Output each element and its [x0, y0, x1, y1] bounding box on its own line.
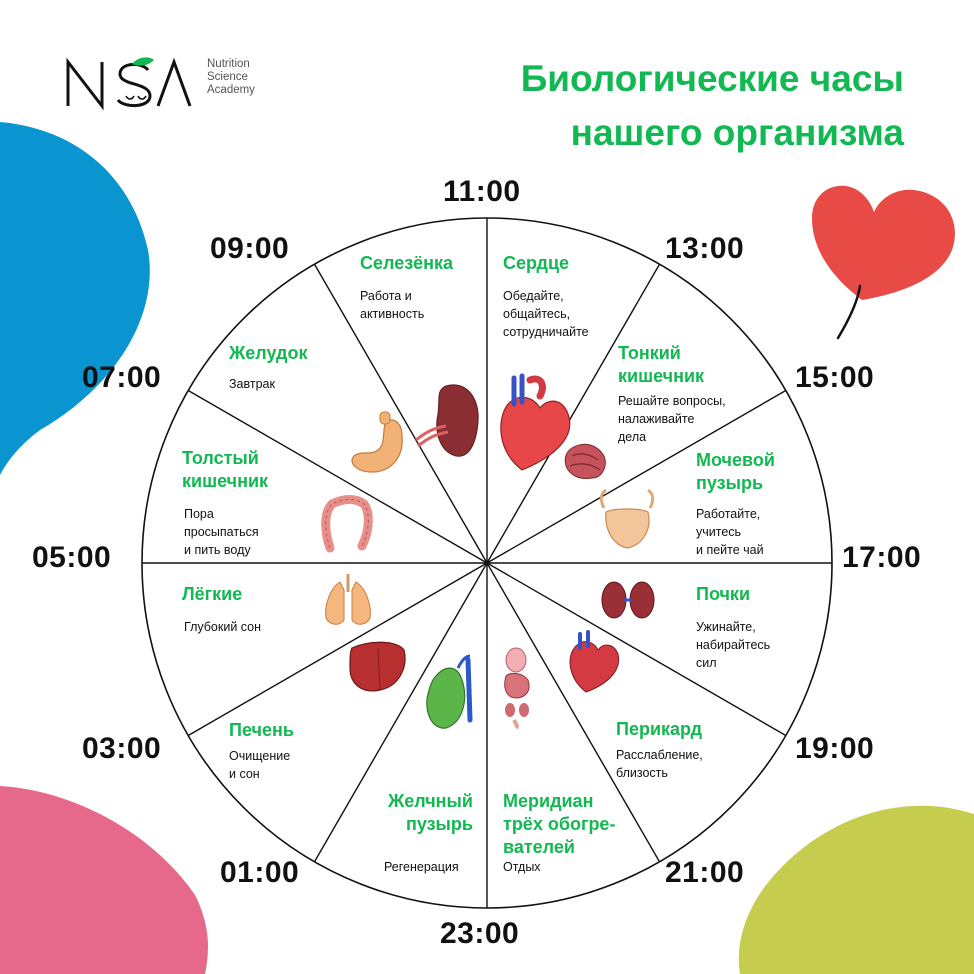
- time-label: 15:00: [795, 361, 875, 394]
- clock-spoke: [313, 562, 488, 863]
- time-label: 21:00: [665, 856, 745, 889]
- pericardium-icon: [569, 630, 620, 693]
- nsa-logo-icon: [66, 57, 192, 111]
- liver-icon: [349, 641, 406, 692]
- heart-string: [836, 284, 862, 340]
- time-label: 03:00: [82, 732, 162, 765]
- organ-tip: Регенерация: [384, 860, 459, 874]
- blue-blob: [0, 122, 150, 475]
- gallbladder-icon: [426, 654, 473, 729]
- organ-name: Желчный пузырь: [387, 791, 473, 834]
- clock-spoke: [486, 562, 787, 737]
- clock-spokes: [142, 218, 832, 908]
- logo-wordmark: Nutrition Science Academy: [207, 58, 255, 97]
- organ-tip: Решайте вопросы, налаживайте дела: [618, 394, 726, 444]
- heart-shape-icon: [812, 185, 955, 300]
- organ-tip: Расслабление, близость: [616, 748, 703, 780]
- organ-name: Толстый кишечник: [182, 448, 269, 491]
- organ-tip: Работа и активность: [360, 289, 425, 321]
- organ-icons: [321, 373, 655, 730]
- heart-icon: [500, 373, 571, 471]
- clock-spoke: [486, 263, 661, 564]
- time-label: 11:00: [443, 175, 521, 208]
- large-intestine-icon: [321, 495, 373, 553]
- organ-tip: Глубокий сон: [184, 620, 262, 634]
- kidneys-icon: [601, 581, 655, 619]
- time-label: 01:00: [220, 856, 300, 889]
- pink-blob: [0, 786, 208, 974]
- organ-name: Тонкий кишечник: [618, 343, 705, 386]
- organ-name: Мочевой пузырь: [696, 450, 775, 493]
- organ-name: Перикард: [616, 719, 703, 739]
- time-label: 13:00: [665, 232, 745, 265]
- logo-line-2: Science: [207, 71, 248, 83]
- organ-tip: Очищение и сон: [229, 749, 291, 781]
- organ-tip: Отдых: [503, 860, 541, 874]
- time-label: 19:00: [795, 732, 875, 765]
- time-label: 05:00: [32, 541, 112, 574]
- time-label: 07:00: [82, 361, 162, 394]
- clock-spoke: [187, 389, 488, 564]
- organ-tip: Завтрак: [229, 377, 275, 391]
- time-label: 23:00: [440, 917, 520, 950]
- organ-name: Печень: [229, 720, 294, 740]
- organ-tip: Ужинайте, набирайтесь сил: [696, 620, 771, 670]
- stomach-icon: [351, 411, 403, 473]
- organ-tip: Обедайте, общайтесь, сотрудничайте: [503, 289, 589, 339]
- organ-tip: Пора просыпаться и пить воду: [184, 507, 259, 557]
- page-title: Биологические часы нашего организма: [384, 52, 904, 160]
- organ-name: Сердце: [503, 253, 570, 273]
- title-line-2: нашего организма: [570, 112, 904, 153]
- organ-name: Селезёнка: [360, 253, 454, 273]
- clock-spoke: [313, 263, 488, 564]
- time-label: 17:00: [842, 541, 922, 574]
- organ-name: Меридиан трёх обогре- вателей: [503, 791, 616, 857]
- organ-name: Почки: [696, 584, 751, 604]
- organ-name: Желудок: [229, 343, 308, 363]
- clock-spoke: [187, 562, 488, 737]
- clock-spoke: [486, 389, 787, 564]
- organ-name: Лёгкие: [182, 584, 243, 604]
- spleen-icon: [415, 384, 479, 457]
- clock-spoke: [486, 562, 661, 863]
- logo-line-1: Nutrition: [207, 58, 250, 70]
- time-label: 09:00: [210, 232, 290, 265]
- title-line-1: Биологические часы: [520, 58, 904, 99]
- lungs-icon: [325, 574, 371, 625]
- bladder-icon: [599, 488, 655, 549]
- organ-tip: Работайте, учитесь и пейте чай: [696, 507, 764, 557]
- olive-blob: [738, 805, 974, 974]
- small-intestine-icon: [564, 443, 606, 479]
- logo-line-3: Academy: [207, 84, 255, 96]
- triple-warmer-icon: [504, 647, 530, 730]
